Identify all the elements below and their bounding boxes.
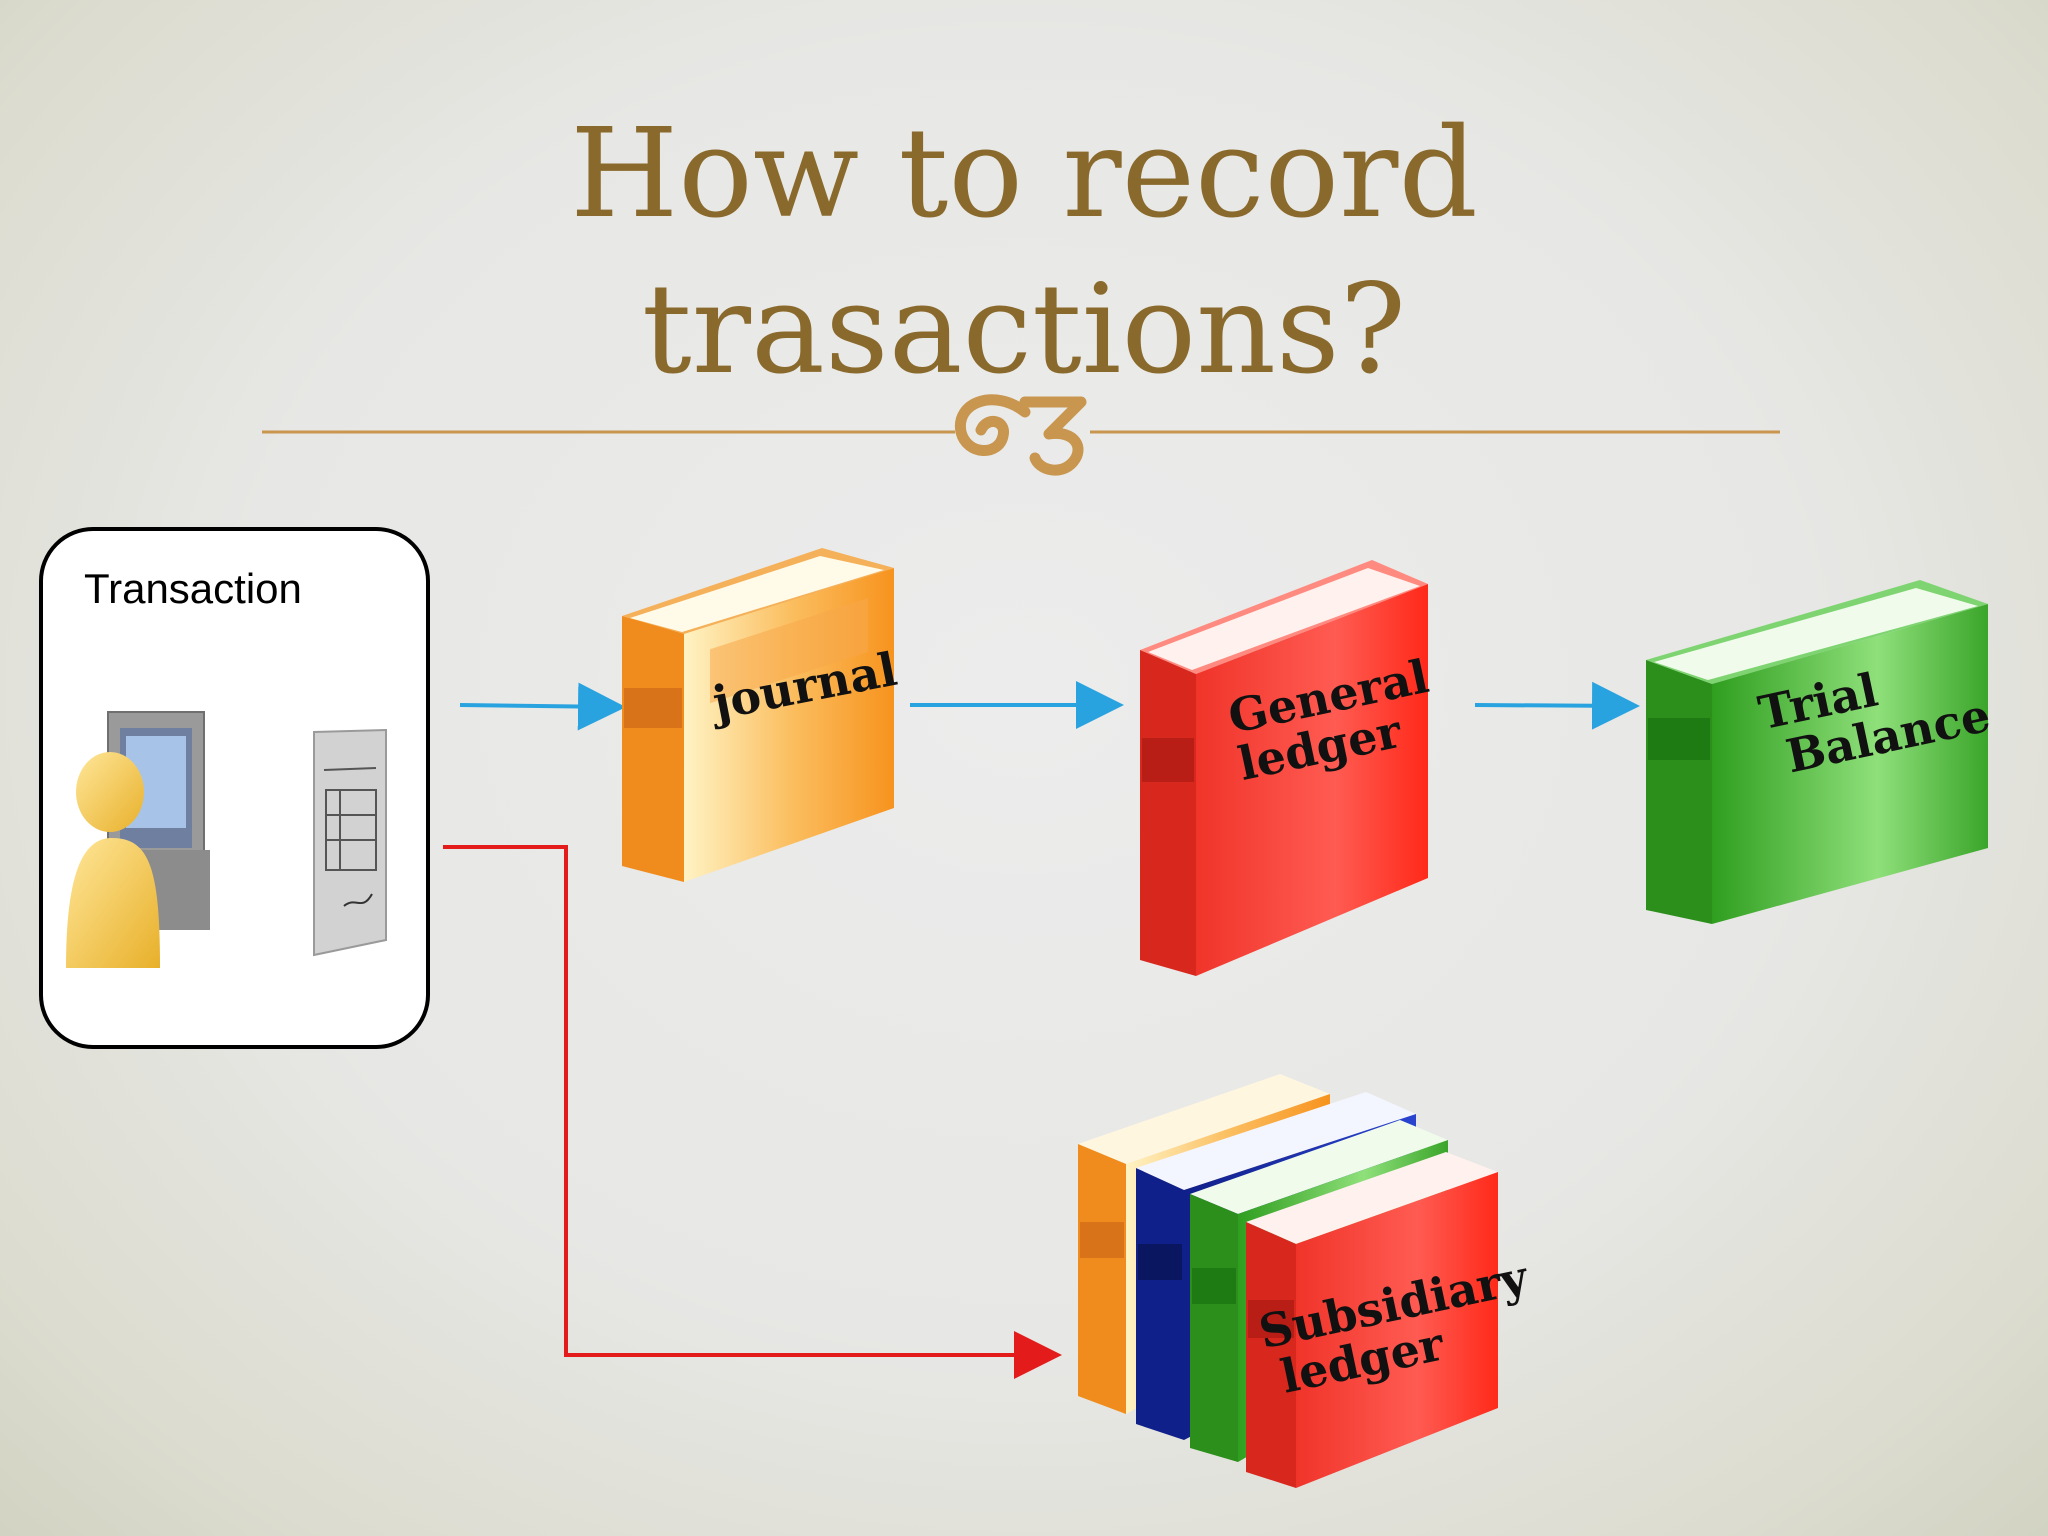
- arrow-general-ledger-to-trial-balance: [1474, 681, 1640, 730]
- trial-balance-book: [1646, 580, 1988, 924]
- slide-title-line-1: How to record: [570, 102, 1478, 246]
- computer-user-icon: [66, 711, 210, 968]
- arrow-transaction-to-journal: [459, 682, 626, 731]
- journal-book: [622, 548, 894, 882]
- slide-title-line-2: trasactions?: [641, 258, 1407, 402]
- document-icon: [313, 728, 387, 957]
- general-ledger-book: [1140, 560, 1428, 976]
- arrow-transaction-to-subsidiary-ledger: [443, 845, 1062, 1379]
- transaction-label: Transaction: [84, 565, 302, 612]
- flourish-icon: [954, 394, 1087, 476]
- subsidiary-ledger-books: [1078, 1074, 1498, 1488]
